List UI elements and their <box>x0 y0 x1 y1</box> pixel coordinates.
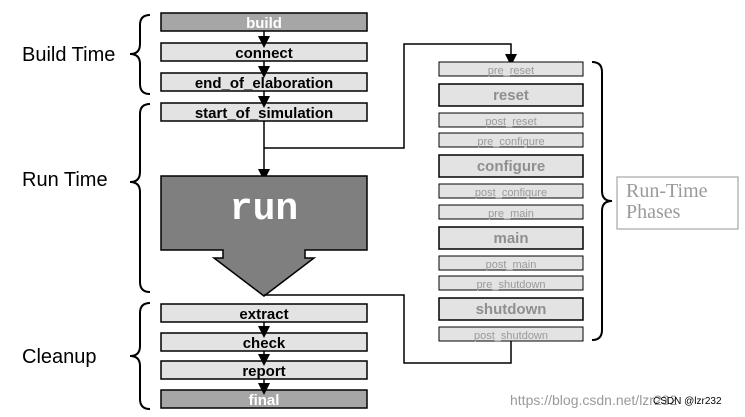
run-time-label: Run Time <box>22 169 108 191</box>
phase-end-of-elaboration: end_of_elaboration <box>160 72 368 92</box>
svg-text:build: build <box>246 15 282 32</box>
cleanup-label: Cleanup <box>22 346 97 368</box>
phase-extract: extract <box>160 303 368 323</box>
csdn-badge: CSDN @lzr232 <box>653 396 722 407</box>
svg-text:post_shutdown: post_shutdown <box>474 330 548 342</box>
svg-text:pre_reset: pre_reset <box>488 65 534 77</box>
svg-text:main: main <box>493 230 528 247</box>
runtime-phase-pre-main: pre_main <box>438 204 584 220</box>
svg-text:check: check <box>243 335 286 352</box>
runtime-brace <box>591 61 613 341</box>
svg-text:pre_configure: pre_configure <box>477 136 544 148</box>
svg-text:Phases: Phases <box>626 201 681 223</box>
runtime-phase-post-reset: post_reset <box>438 112 584 128</box>
run-time-brace <box>129 103 151 293</box>
run-label: run <box>230 188 298 231</box>
runtime-phase-pre-reset: pre_reset <box>438 61 584 77</box>
runtime-phase-reset: reset <box>438 83 584 107</box>
runtime-phases-label-box: Run-Time Phases <box>616 176 739 230</box>
svg-text:pre_main: pre_main <box>488 208 534 220</box>
runtime-phase-configure: configure <box>438 154 584 178</box>
svg-text:post_reset: post_reset <box>485 116 536 128</box>
svg-text:reset: reset <box>493 87 529 104</box>
svg-text:configure: configure <box>477 158 545 175</box>
watermark: https://blog.csdn.net/lzr232 <box>510 392 678 408</box>
runtime-phase-post-main: post_main <box>438 255 584 271</box>
runtime-phase-post-shutdown: post_shutdown <box>438 326 584 342</box>
runtime-phase-pre-configure: pre_configure <box>438 132 584 148</box>
svg-text:Run-Time: Run-Time <box>626 180 708 202</box>
run-block <box>160 175 368 297</box>
svg-text:final: final <box>249 392 280 409</box>
phase-start-of-simulation: start_of_simulation <box>160 102 368 122</box>
cleanup-brace <box>129 302 151 410</box>
svg-text:end_of_elaboration: end_of_elaboration <box>195 75 333 92</box>
svg-text:shutdown: shutdown <box>476 301 547 318</box>
phase-final: final <box>160 389 368 409</box>
runtime-phase-pre-shutdown: pre_shutdown <box>438 275 584 291</box>
svg-text:report: report <box>242 363 285 380</box>
runtime-exit-connector <box>264 294 512 364</box>
svg-text:extract: extract <box>239 306 288 323</box>
svg-text:post_main: post_main <box>486 259 537 271</box>
svg-text:start_of_simulation: start_of_simulation <box>195 105 333 122</box>
phase-build: build <box>160 12 368 32</box>
phase-check: check <box>160 332 368 352</box>
svg-text:post_configure: post_configure <box>475 187 547 199</box>
svg-text:connect: connect <box>235 45 293 62</box>
runtime-phase-post-configure: post_configure <box>438 183 584 199</box>
runtime-phases-column: pre_reset reset post_reset pre_configure… <box>438 61 584 342</box>
phase-report: report <box>160 360 368 380</box>
svg-text:pre_shutdown: pre_shutdown <box>476 279 545 291</box>
runtime-phase-main: main <box>438 226 584 250</box>
build-time-brace <box>129 14 151 95</box>
phase-connect: connect <box>160 42 368 62</box>
runtime-phase-shutdown: shutdown <box>438 297 584 321</box>
runtime-entry-connector <box>264 43 517 149</box>
build-time-label: Build Time <box>22 44 115 66</box>
